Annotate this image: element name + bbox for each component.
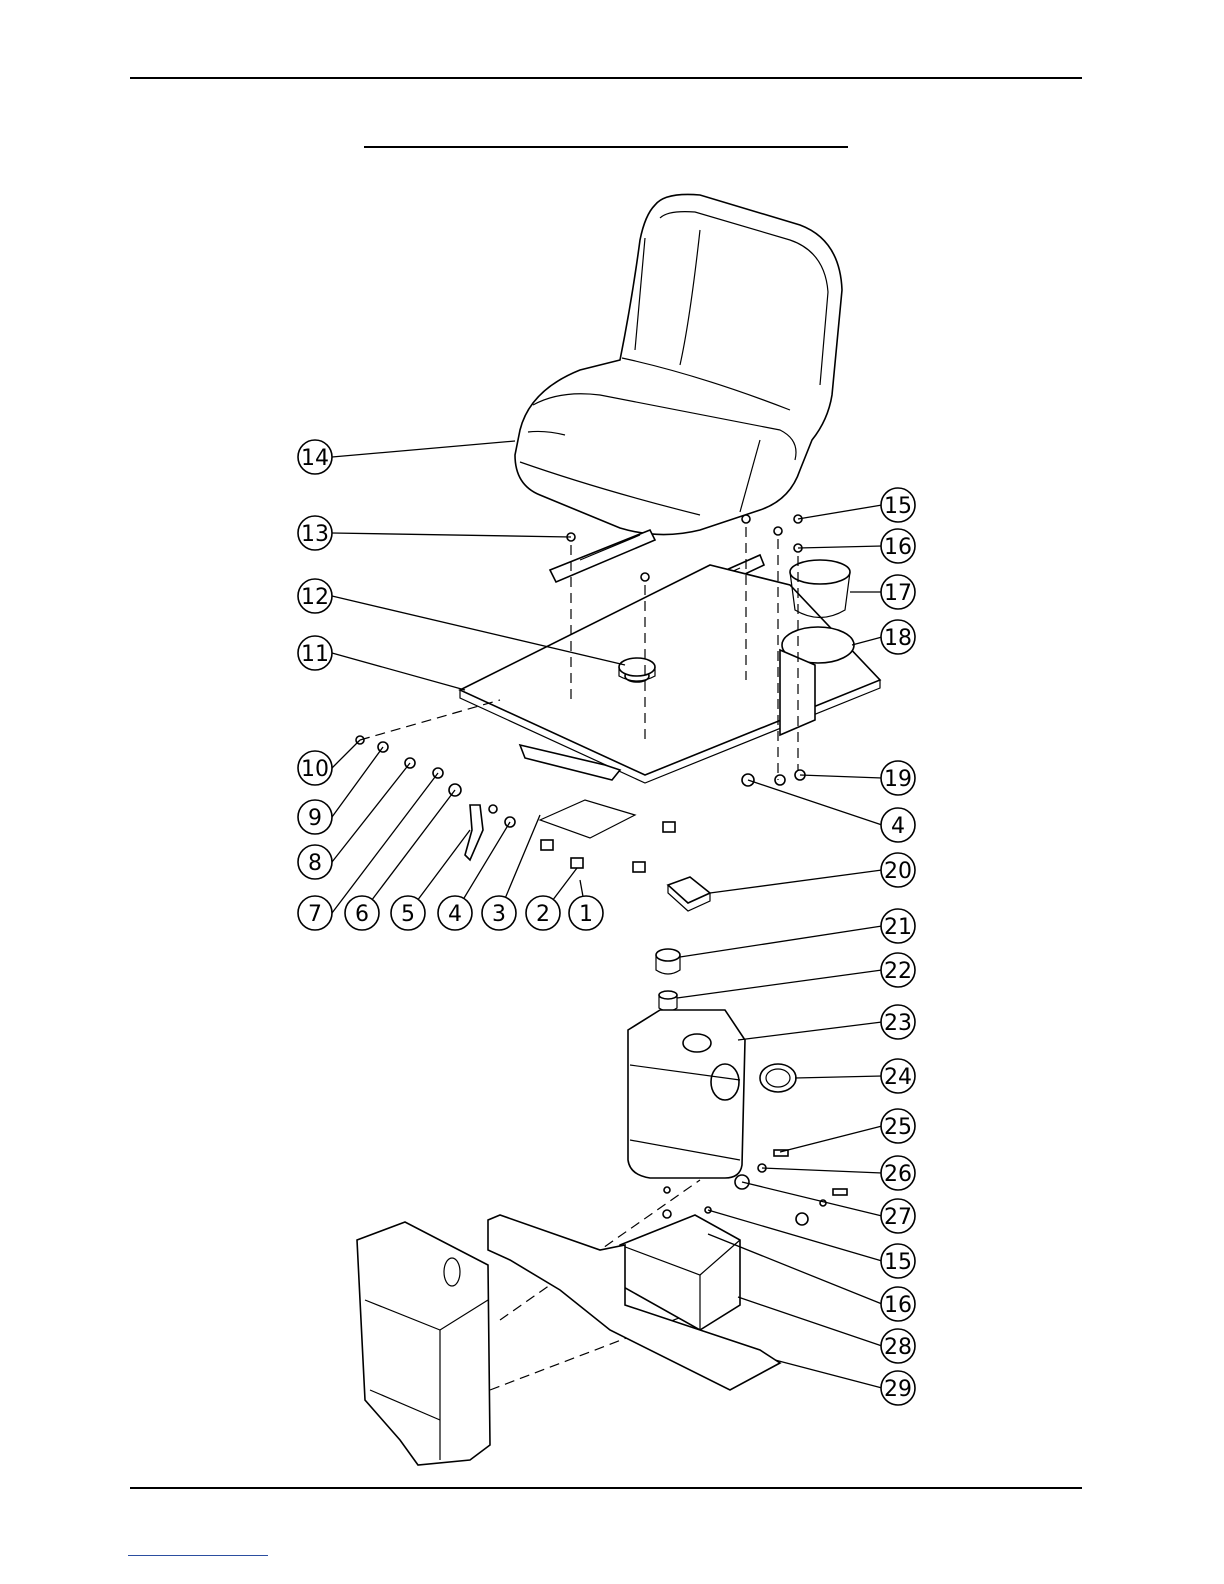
callout-label: 8 [308, 851, 322, 876]
callout-label: 20 [884, 859, 912, 884]
frame-bracket [357, 1222, 490, 1465]
callout-label: 26 [884, 1162, 912, 1187]
callout-label: 22 [884, 959, 912, 984]
battery-part [668, 877, 710, 911]
callout-label: 29 [884, 1377, 912, 1402]
callout-label: 11 [301, 642, 329, 667]
fuel-cap [656, 949, 680, 1011]
callout-label: 19 [884, 767, 912, 792]
callout-label: 4 [891, 814, 905, 839]
callout-label: 12 [301, 585, 329, 610]
callout-label: 7 [308, 902, 322, 927]
callout-label: 14 [301, 446, 329, 471]
callout-label: 15 [884, 1250, 912, 1275]
callout-label: 3 [492, 902, 506, 927]
callout-label: 21 [884, 915, 912, 940]
callout-label: 16 [884, 535, 912, 560]
callout-label: 2 [536, 902, 550, 927]
callout-label: 1 [579, 902, 593, 927]
callout-label: 9 [308, 806, 322, 831]
callout-label: 25 [884, 1115, 912, 1140]
callout-label: 24 [884, 1065, 912, 1090]
seat-part [515, 194, 842, 534]
callout-label: 27 [884, 1205, 912, 1230]
callout-label: 4 [448, 902, 462, 927]
callout-label: 28 [884, 1335, 912, 1360]
callout-label: 15 [884, 494, 912, 519]
callout-label: 6 [355, 902, 369, 927]
callout-label: 23 [884, 1011, 912, 1036]
callout-label: 5 [401, 902, 415, 927]
fuel-tank [628, 1010, 745, 1178]
callout-label: 16 [884, 1293, 912, 1318]
callout-label: 13 [301, 522, 329, 547]
callout-label: 18 [884, 626, 912, 651]
callout-label: 10 [301, 757, 329, 782]
filler-cap [760, 1064, 796, 1092]
callout-label: 17 [884, 581, 912, 606]
